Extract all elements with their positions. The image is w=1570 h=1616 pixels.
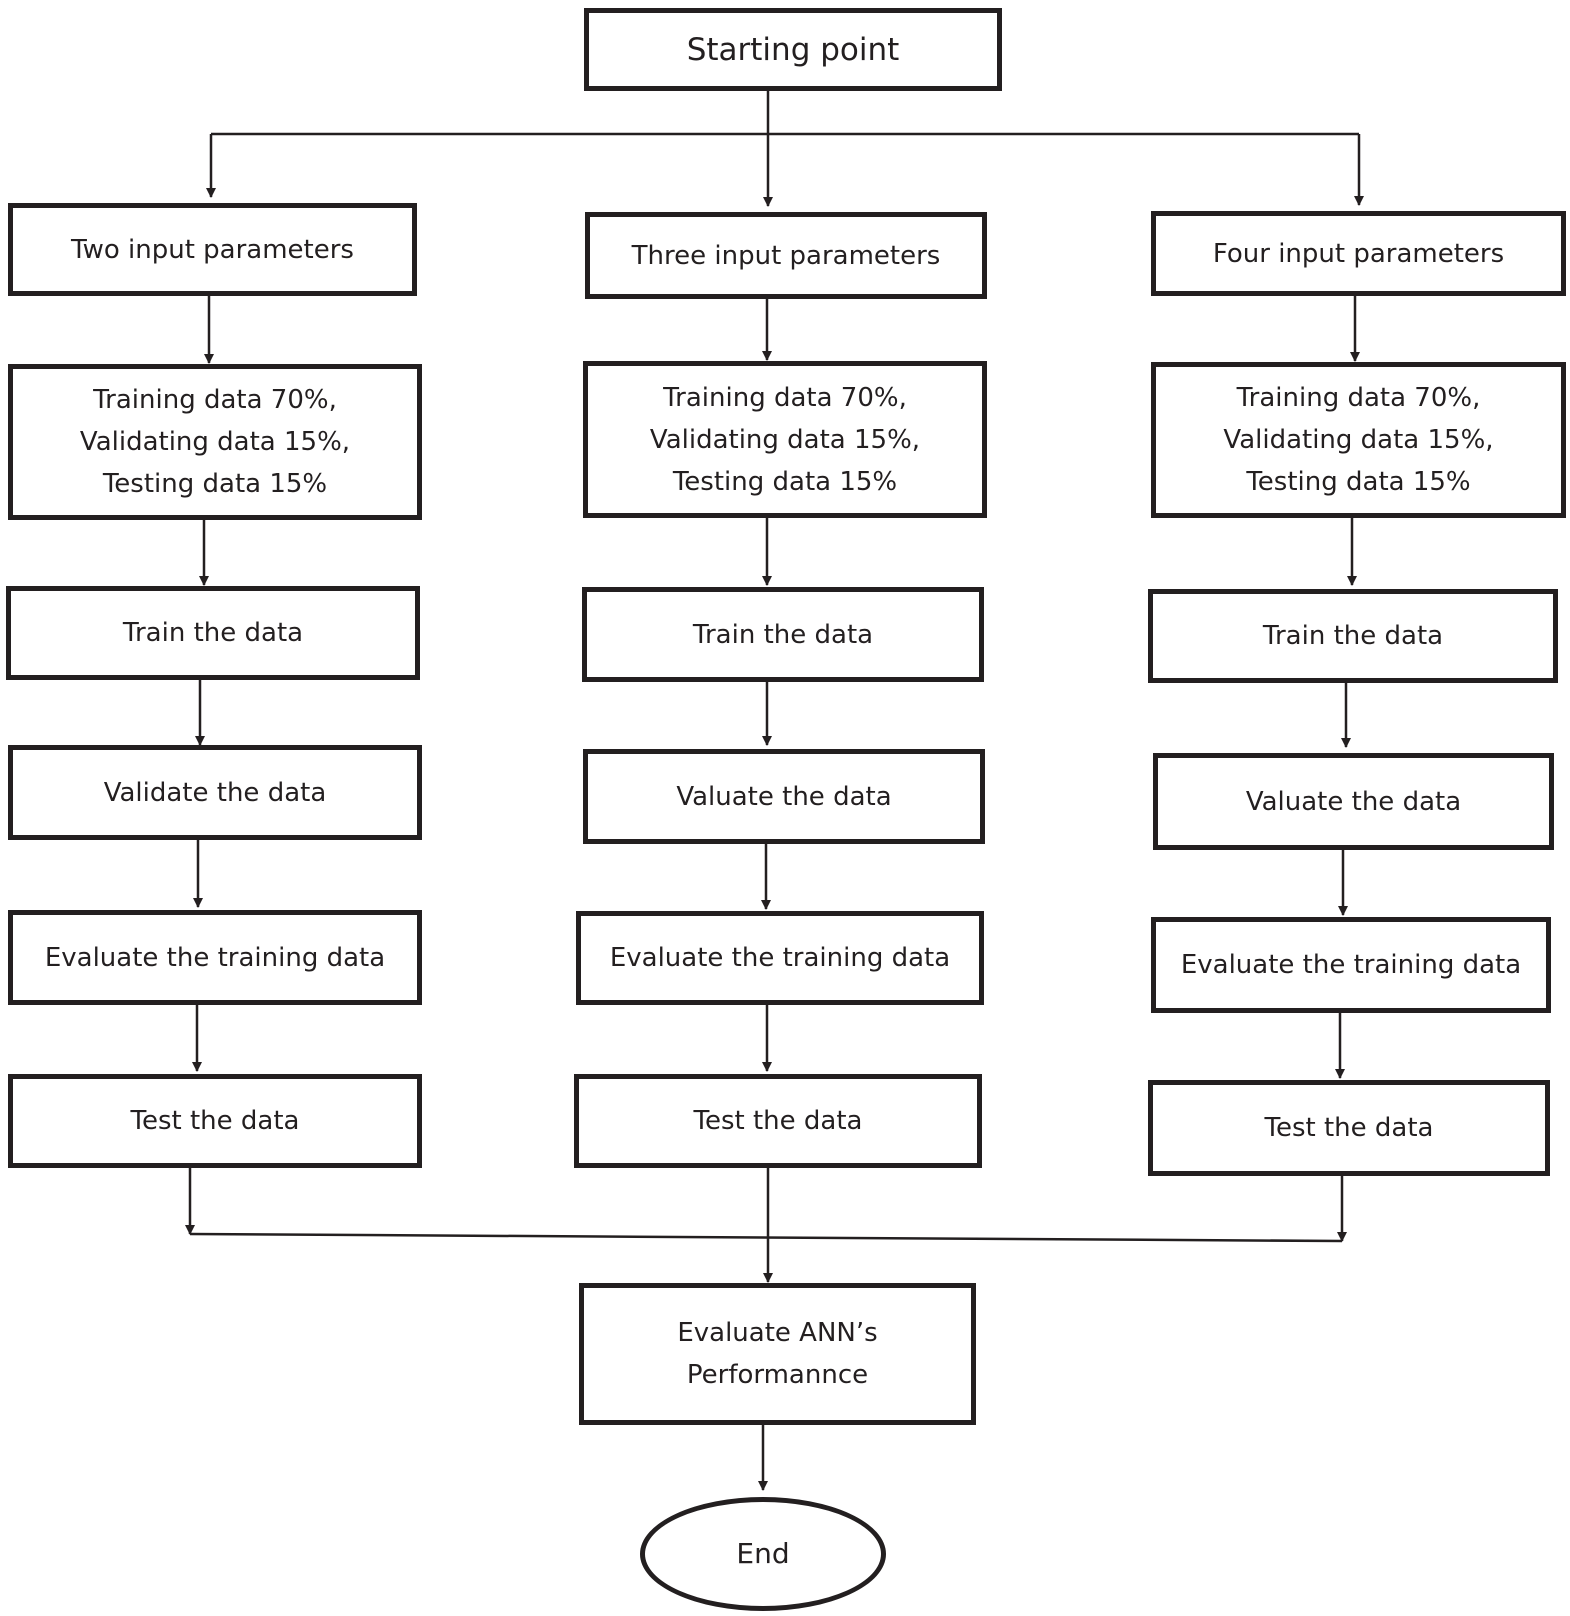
three-split-testing: Testing data 15% bbox=[672, 466, 898, 497]
three-split-training: Training data 70%, bbox=[663, 382, 907, 413]
two-train-node: Train the data bbox=[6, 586, 420, 680]
three-train-label: Train the data bbox=[692, 619, 874, 650]
four-train-node: Train the data bbox=[1148, 589, 1558, 683]
three-validate-node: Valuate the data bbox=[583, 749, 985, 844]
four-input-parameters-label: Four input parameters bbox=[1212, 238, 1505, 269]
two-input-parameters-node: Two input parameters bbox=[8, 203, 417, 296]
three-validate-label: Valuate the data bbox=[676, 781, 892, 812]
four-evaluate-node: Evaluate the training data bbox=[1151, 917, 1551, 1013]
start-label: Starting point bbox=[686, 31, 900, 68]
end-label: End bbox=[736, 1537, 790, 1570]
connector-bottom-bus bbox=[189, 1232, 1343, 1243]
four-input-parameters-node: Four input parameters bbox=[1151, 211, 1566, 296]
two-split-testing: Testing data 15% bbox=[102, 469, 328, 499]
three-test-node: Test the data bbox=[574, 1074, 982, 1168]
two-evaluate-node: Evaluate the training data bbox=[8, 910, 422, 1005]
four-train-label: Train the data bbox=[1262, 621, 1444, 651]
four-split-testing: Testing data 15% bbox=[1246, 467, 1471, 497]
three-input-parameters-node: Three input parameters bbox=[585, 212, 987, 299]
four-data-split-node: Training data 70%, Validating data 15%, … bbox=[1151, 362, 1566, 518]
two-validate-label: Validate the data bbox=[103, 777, 327, 808]
three-evaluate-node: Evaluate the training data bbox=[576, 911, 984, 1005]
three-data-split-node: Training data 70%, Validating data 15%, … bbox=[583, 361, 987, 518]
end-node: End bbox=[640, 1497, 886, 1611]
two-train-label: Train the data bbox=[122, 618, 304, 648]
four-evaluate-label: Evaluate the training data bbox=[1180, 950, 1522, 980]
final-line-2: Performannce bbox=[686, 1360, 869, 1390]
two-test-label: Test the data bbox=[130, 1106, 300, 1136]
two-input-parameters-label: Two input parameters bbox=[71, 234, 354, 265]
three-train-node: Train the data bbox=[582, 587, 984, 682]
evaluate-ann-performance-node: Evaluate ANN’s Performannce bbox=[579, 1283, 976, 1425]
four-split-training: Training data 70%, bbox=[1236, 383, 1481, 413]
two-split-training: Training data 70%, bbox=[93, 385, 337, 415]
two-split-validating: Validating data 15%, bbox=[79, 427, 351, 457]
three-test-label: Test the data bbox=[693, 1106, 863, 1136]
three-input-parameters-label: Three input parameters bbox=[631, 240, 941, 271]
two-test-node: Test the data bbox=[8, 1074, 422, 1168]
start-node: Starting point bbox=[584, 8, 1002, 91]
four-test-label: Test the data bbox=[1264, 1113, 1434, 1143]
three-split-validating: Validating data 15%, bbox=[649, 424, 921, 455]
two-validate-node: Validate the data bbox=[8, 745, 422, 840]
four-validate-label: Valuate the data bbox=[1245, 786, 1462, 817]
four-validate-node: Valuate the data bbox=[1153, 753, 1554, 850]
final-line-1: Evaluate ANN’s bbox=[677, 1318, 878, 1348]
three-evaluate-label: Evaluate the training data bbox=[609, 943, 951, 973]
two-data-split-node: Training data 70%, Validating data 15%, … bbox=[8, 364, 422, 520]
four-test-node: Test the data bbox=[1148, 1080, 1550, 1176]
two-evaluate-label: Evaluate the training data bbox=[44, 942, 386, 973]
four-split-validating: Validating data 15%, bbox=[1223, 425, 1494, 455]
